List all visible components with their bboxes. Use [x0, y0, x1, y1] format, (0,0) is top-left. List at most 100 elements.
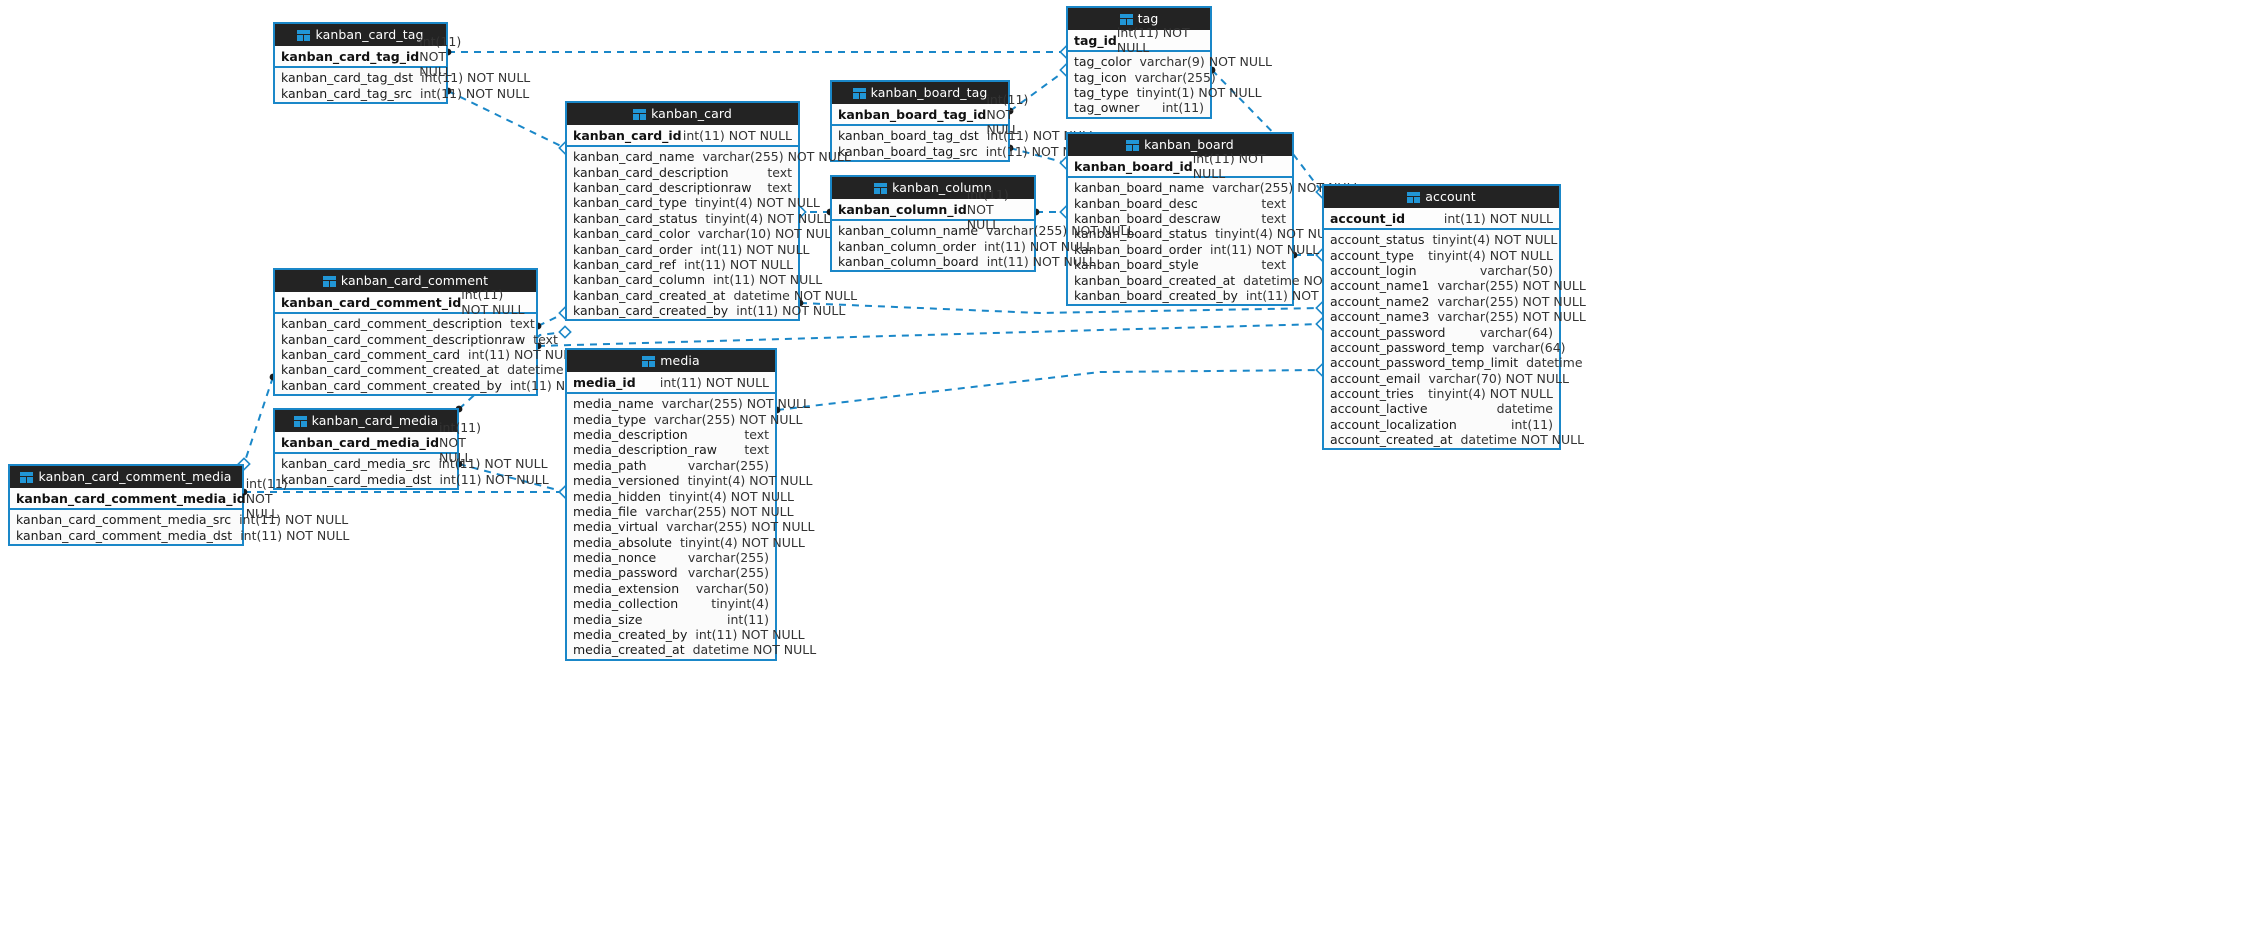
table-header-kanban_board_tag[interactable]: kanban_board_tag	[832, 82, 1008, 104]
table-header-kanban_card[interactable]: kanban_card	[567, 103, 798, 125]
table-header-media[interactable]: media	[567, 350, 775, 372]
table-header-kanban_card_comment_media[interactable]: kanban_card_comment_media	[10, 466, 242, 488]
table-header-kanban_column[interactable]: kanban_column	[832, 177, 1034, 199]
table-header-kanban_board[interactable]: kanban_board	[1068, 134, 1292, 156]
table-header-kanban_card_tag[interactable]: kanban_card_tag	[275, 24, 446, 46]
table-header-account[interactable]: account	[1324, 186, 1559, 208]
table-header-kanban_card_comment[interactable]: kanban_card_comment	[275, 270, 536, 292]
table-header-kanban_card_media[interactable]: kanban_card_media	[275, 410, 457, 432]
table-header-tag[interactable]: tag	[1068, 8, 1210, 30]
